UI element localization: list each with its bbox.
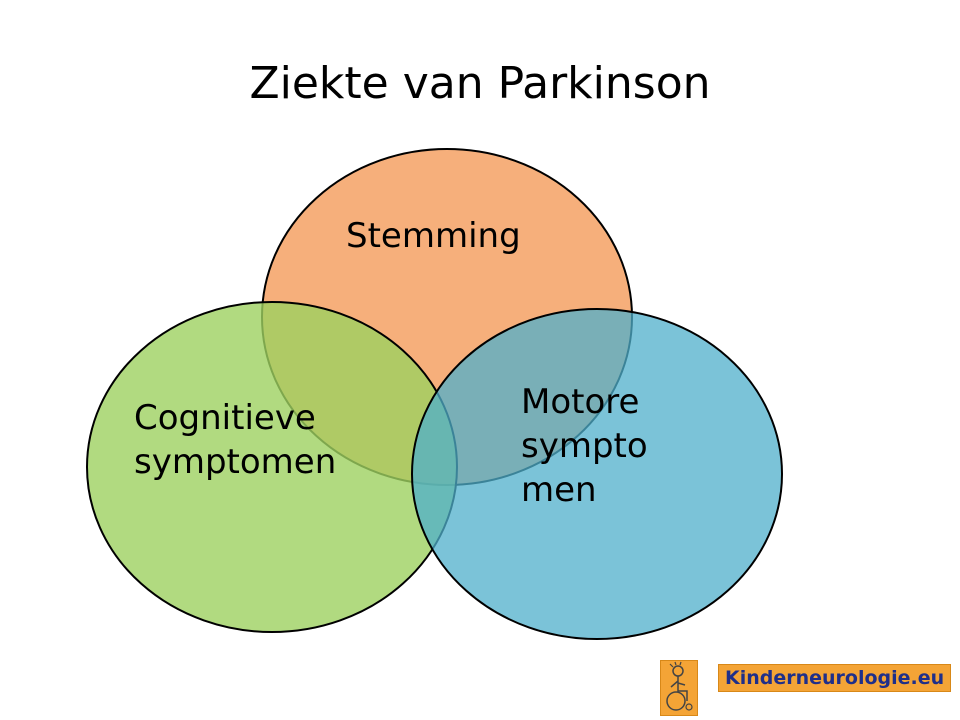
label-motore-line-3: men xyxy=(521,470,597,510)
label-motore-symptomen: Motore sympto men xyxy=(521,380,648,512)
label-cognitieve-line-2: symptomen xyxy=(134,442,337,482)
venn-circle-motore xyxy=(411,308,783,640)
label-cognitieve-line-1: Cognitieve xyxy=(134,398,316,438)
label-cognitieve-symptomen: Cognitieve symptomen xyxy=(134,396,336,484)
slide-title: Ziekte van Parkinson xyxy=(249,58,711,109)
label-motore-line-1: Motore xyxy=(521,382,640,422)
label-stemming: Stemming xyxy=(346,214,521,258)
label-stemming-line-1: Stemming xyxy=(346,216,521,256)
logo-text: Kinderneurologie.eu xyxy=(718,664,952,692)
wheelchair-child-logo-icon xyxy=(660,660,698,716)
label-motore-line-2: sympto xyxy=(521,426,648,466)
kinderneurologie-logo: Kinderneurologie.eu xyxy=(660,660,952,716)
